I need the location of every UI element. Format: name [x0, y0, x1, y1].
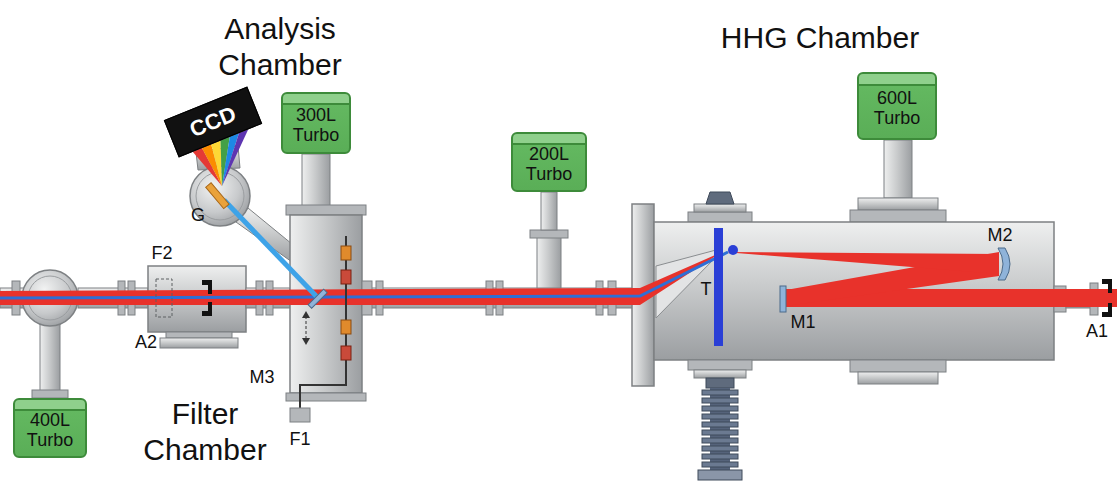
- gas-jet: [728, 245, 738, 255]
- node-text: CCD: [186, 102, 239, 142]
- port-flange: [688, 212, 752, 222]
- bellows-mount: [706, 378, 734, 388]
- bellows-ring: [702, 406, 738, 411]
- bellows-ring: [702, 414, 738, 419]
- chamber-title: HHG Chamber: [721, 20, 919, 56]
- turbo-pump: 400L Turbo: [13, 398, 87, 458]
- part-label: M2: [987, 225, 1012, 247]
- part-label: M3: [249, 367, 274, 389]
- bellows-ring: [702, 422, 738, 427]
- bellows-ring: [702, 390, 738, 395]
- filter-knob: [290, 408, 310, 422]
- pump-port: [537, 236, 561, 288]
- port-flange: [694, 370, 746, 378]
- bellows-plate: [698, 470, 742, 480]
- filter: [341, 320, 351, 334]
- bellows-ring: [702, 454, 738, 459]
- grating-arm: [236, 208, 292, 262]
- chamber-flange: [166, 332, 232, 338]
- arrow-head: [302, 338, 310, 345]
- pump-neck: [541, 192, 557, 230]
- part-label: T: [701, 279, 712, 301]
- part-label: A1: [1086, 321, 1108, 343]
- bellows-ring: [702, 430, 738, 435]
- gas-target: [714, 228, 723, 346]
- filter-rod: [300, 236, 346, 408]
- port-flange: [858, 198, 938, 210]
- pump-flange: [530, 230, 568, 238]
- filter: [341, 246, 351, 260]
- turbo-pump: 600L Turbo: [857, 72, 937, 140]
- port-flange: [694, 204, 746, 212]
- mirror: [780, 286, 786, 312]
- filter: [341, 270, 351, 284]
- node-text: 600L Turbo: [863, 89, 931, 129]
- aperture: [1102, 279, 1112, 293]
- turbo-pump: 300L Turbo: [281, 92, 351, 154]
- node-text: 400L Turbo: [19, 411, 81, 451]
- part-label: F1: [289, 429, 310, 451]
- node-text: 200L Turbo: [517, 145, 581, 185]
- bellows-ring: [702, 446, 738, 451]
- aperture: [202, 280, 212, 294]
- turbo-pump: 200L Turbo: [511, 132, 587, 192]
- bellows: [702, 390, 738, 467]
- laser-beam: [724, 252, 999, 274]
- bellows-ring: [702, 462, 738, 467]
- filter-wheel: [156, 279, 172, 317]
- target-feedthrough: [706, 192, 734, 204]
- spectrum-fan: [211, 141, 222, 187]
- part-label: F2: [151, 243, 172, 265]
- part-label: G: [191, 205, 205, 227]
- chamber-flange: [286, 393, 366, 401]
- chamber-flange: [286, 205, 366, 215]
- xuv-beam: [0, 252, 728, 298]
- pump-neck: [302, 154, 330, 206]
- filter: [341, 346, 351, 360]
- bellows-ring: [702, 398, 738, 403]
- mirror: [308, 289, 327, 308]
- port-flange: [688, 360, 752, 370]
- ccd-camera: CCD: [164, 87, 262, 158]
- motion-arrow: [306, 316, 307, 340]
- chamber-title: Filter Chamber: [120, 396, 290, 468]
- chamber-title: Analysis Chamber: [195, 11, 365, 83]
- port-flange: [850, 360, 946, 372]
- port-flange: [858, 372, 938, 384]
- node-text: 300L Turbo: [287, 106, 345, 146]
- part-label: M1: [790, 312, 815, 334]
- arrow-head: [302, 311, 310, 318]
- xuv-beam: [224, 200, 318, 298]
- bellows-ring: [702, 438, 738, 443]
- pump-neck: [40, 320, 60, 392]
- port-flange: [850, 210, 946, 222]
- chamber-flange: [160, 338, 238, 348]
- aperture: [202, 302, 212, 316]
- aperture: [1102, 303, 1112, 317]
- pump-flange: [32, 390, 68, 398]
- part-label: A2: [135, 332, 157, 354]
- pump-neck: [884, 140, 912, 198]
- grating: [206, 183, 229, 209]
- curved-mirror: [998, 248, 1010, 280]
